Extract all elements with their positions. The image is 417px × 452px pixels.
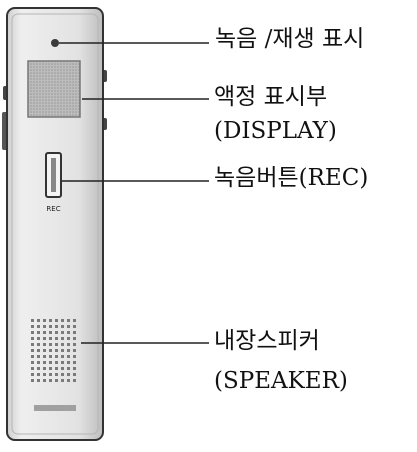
- speaker-label-en: (SPEAKER): [214, 368, 348, 394]
- lcd-display: [27, 60, 81, 118]
- speaker-grille: [31, 318, 79, 384]
- rec-button-caption: REC: [46, 205, 60, 213]
- record-button-label: 녹음버튼(REC): [214, 165, 369, 191]
- speaker-label: 내장스피커: [214, 328, 320, 354]
- record-play-indicator-label: 녹음 /재생 표시: [215, 26, 365, 52]
- record-button-slot: [51, 158, 56, 192]
- lcd-display-label-en: (DISPLAY): [214, 118, 337, 144]
- brand-logo: [34, 405, 76, 411]
- record-play-led-icon: [51, 39, 59, 47]
- device-body-inner-edge: [11, 13, 99, 435]
- lcd-display-label: 액정 표시부: [214, 84, 328, 110]
